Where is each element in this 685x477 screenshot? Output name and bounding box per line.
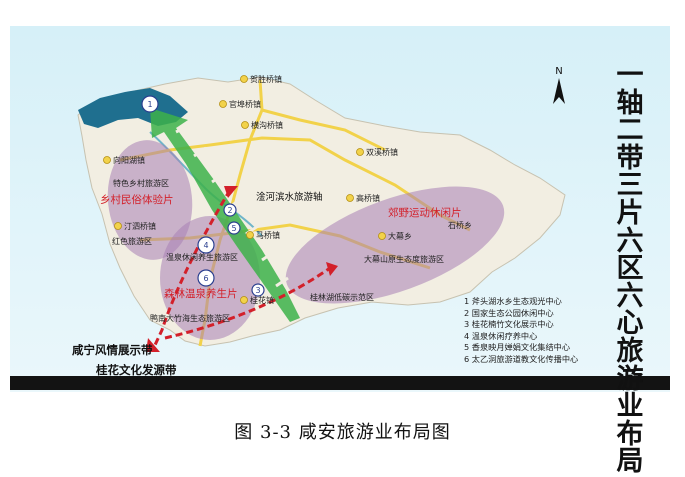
town-shuangxiqiao: 双溪桥镇 <box>366 147 398 157</box>
center-2-label: 2 <box>227 206 232 215</box>
band-label-guihua: 桂花文化发源带 <box>96 363 177 377</box>
piece-labels: 乡村民俗体验片 森林温泉养生片 郊野运动休闲片 <box>100 193 462 300</box>
town-guanbuqiao: 官埠桥镇 <box>229 99 261 109</box>
zone-ellipse-right <box>285 186 505 304</box>
title-char: 业 <box>616 391 644 423</box>
piece-forest: 森林温泉养生片 <box>164 287 238 300</box>
zone-spring: 温泉休闲养生旅游区 <box>166 252 238 262</box>
town-dots <box>103 75 386 304</box>
title-char: 片 <box>616 197 644 229</box>
center-4-label: 4 <box>203 241 208 250</box>
center-5-label: 5 <box>231 224 236 233</box>
town-guihua: 桂花镇 <box>250 295 274 305</box>
title-char: 旅 <box>616 335 644 367</box>
zone-bamboo: 鸭南大竹海生态旅游区 <box>150 313 230 323</box>
town-shiqiao: 石桥乡 <box>448 220 472 230</box>
town-henggouqiao: 横沟桥镇 <box>251 120 283 130</box>
town-heshengqiao: 贺胜桥镇 <box>250 74 282 84</box>
center-6-label: 6 <box>203 274 208 283</box>
legend-item: 2 国家生态公园休闲中心 <box>464 307 554 318</box>
title-char: 游 <box>616 363 644 395</box>
title-char: 区 <box>616 253 644 285</box>
north-arrow-icon: N <box>553 66 565 104</box>
town-maqiao: 马桥镇 <box>256 230 280 240</box>
svg-text:N: N <box>555 66 562 77</box>
title-char: 带 <box>616 142 644 174</box>
title-char: 二 <box>616 115 644 147</box>
piece-rural: 乡村民俗体验片 <box>100 193 174 206</box>
title-char: 轴 <box>616 87 644 119</box>
title-char: 布 <box>616 418 644 450</box>
zone-guilinhu: 桂林湖低碳示范区 <box>310 292 374 302</box>
legend-item: 5 香泉映月婵娟文化集结中心 <box>464 342 571 353</box>
center-number-labels: 1 2 3 4 5 6 <box>147 100 260 295</box>
red-arrowheads <box>146 186 338 352</box>
legend-item: 1 斧头湖水乡生态观光中心 <box>464 296 562 306</box>
town-gaoqiao: 高桥镇 <box>356 193 380 203</box>
title-char: 三 <box>616 170 644 202</box>
title-char: 六 <box>616 280 644 312</box>
town-damu: 大幕乡 <box>388 231 412 241</box>
legend-item: 3 桂花楠竹文化展示中心 <box>464 319 554 330</box>
zone-labels: 特色乡村旅游区 红色旅游区 温泉休闲养生旅游区 桂林湖低碳示范区 大幕山原生态度… <box>112 178 444 323</box>
center-markers <box>141 95 265 297</box>
piece-suburban: 郊野运动休闲片 <box>388 206 462 219</box>
title-char: 六 <box>616 225 644 257</box>
town-xiangyanghu: 向阳湖镇 <box>113 155 145 165</box>
legend-item: 6 太乙洞旅游道教文化传播中心 <box>464 353 579 364</box>
zone-red: 红色旅游区 <box>112 236 152 246</box>
bottom-band <box>10 376 670 390</box>
town-tingsiqiao: 汀泗桥镇 <box>124 221 156 231</box>
town-labels: 贺胜桥镇 官埠桥镇 横沟桥镇 向阳湖镇 双溪桥镇 汀泗桥镇 高桥镇 大幕乡 桂花… <box>113 74 472 305</box>
title-char: 局 <box>616 446 644 477</box>
title-char: 一 <box>616 60 644 91</box>
zone-ellipse-left <box>107 140 193 260</box>
legend-item: 4 温泉休闲疗养中心 <box>464 330 538 341</box>
map-legend: 1 斧头湖水乡生态观光中心 2 国家生态公园休闲中心 3 桂花楠竹文化展示中心 … <box>464 296 578 366</box>
title-char: 心 <box>616 308 644 340</box>
zone-damushan: 大幕山原生态度旅游区 <box>364 254 444 264</box>
axis-label: 淦河滨水旅游轴 <box>256 191 323 203</box>
tourism-layout-map: 1 2 3 4 5 6 贺胜桥镇 官埠桥镇 横沟桥镇 向阳湖镇 双溪桥镇 汀泗桥… <box>10 26 670 392</box>
center-1-label: 1 <box>147 100 152 109</box>
vertical-title: 一 轴 二 带 三 片 六 区 六 心 旅 游 业 布 局 <box>612 62 648 476</box>
center-3-label: 3 <box>255 286 260 295</box>
zone-rural: 特色乡村旅游区 <box>113 178 169 188</box>
axis-arrow <box>150 108 300 322</box>
band-label-xianning: 咸宁风情展示带 <box>72 343 153 357</box>
figure-caption: 图 3-3 咸安旅游业布局图 <box>234 422 451 443</box>
red-arrows <box>153 189 331 346</box>
